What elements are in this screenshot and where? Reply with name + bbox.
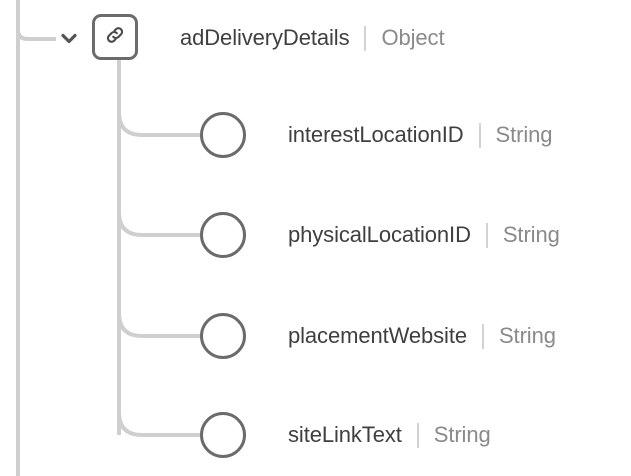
object-node-name: adDeliveryDetails bbox=[180, 25, 350, 50]
field-type: String bbox=[498, 323, 556, 348]
field-name: siteLinkText bbox=[288, 422, 402, 447]
child-elbow-connector-3 bbox=[117, 312, 200, 338]
field-type: String bbox=[433, 422, 491, 447]
field-separator bbox=[481, 323, 484, 349]
field-separator bbox=[478, 122, 481, 148]
field-node-handle[interactable] bbox=[200, 212, 246, 258]
field-name: placementWebsite bbox=[288, 323, 467, 348]
field-node-handle[interactable] bbox=[200, 313, 246, 359]
object-node-link-button[interactable] bbox=[92, 14, 138, 60]
field-row[interactable]: placementWebsite String bbox=[288, 314, 556, 358]
child-elbow-connector-2 bbox=[117, 211, 200, 237]
field-separator bbox=[416, 422, 419, 448]
object-node-type: Object bbox=[381, 25, 445, 50]
field-row[interactable]: physicalLocationID String bbox=[288, 213, 560, 257]
field-type: String bbox=[502, 222, 560, 247]
field-type: String bbox=[495, 122, 553, 147]
chevron-down-icon[interactable] bbox=[56, 25, 82, 51]
field-row[interactable]: interestLocationID String bbox=[288, 113, 553, 157]
field-name: physicalLocationID bbox=[288, 222, 471, 247]
field-node-handle[interactable] bbox=[200, 112, 246, 158]
link-icon bbox=[103, 23, 127, 52]
ancestor-elbow-connector bbox=[16, 16, 56, 41]
field-node-handle[interactable] bbox=[200, 412, 246, 458]
child-elbow-connector-4 bbox=[117, 411, 200, 437]
field-separator bbox=[485, 222, 488, 248]
field-name: interestLocationID bbox=[288, 122, 464, 147]
field-row[interactable]: siteLinkText String bbox=[288, 413, 491, 457]
object-node-header[interactable]: adDeliveryDetails Object bbox=[180, 16, 445, 60]
header-separator bbox=[364, 25, 367, 51]
child-elbow-connector-1 bbox=[117, 111, 200, 137]
